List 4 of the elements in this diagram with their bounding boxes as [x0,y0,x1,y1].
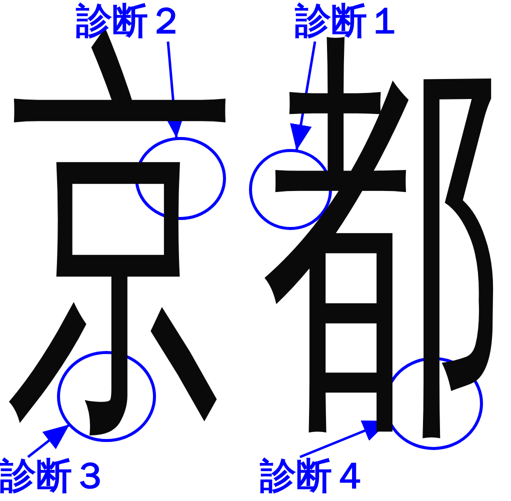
leader-arrow [290,41,316,151]
leader-arrow [27,424,70,458]
highlight-circle [134,136,226,220]
callout-label: 診断４ [260,457,368,497]
